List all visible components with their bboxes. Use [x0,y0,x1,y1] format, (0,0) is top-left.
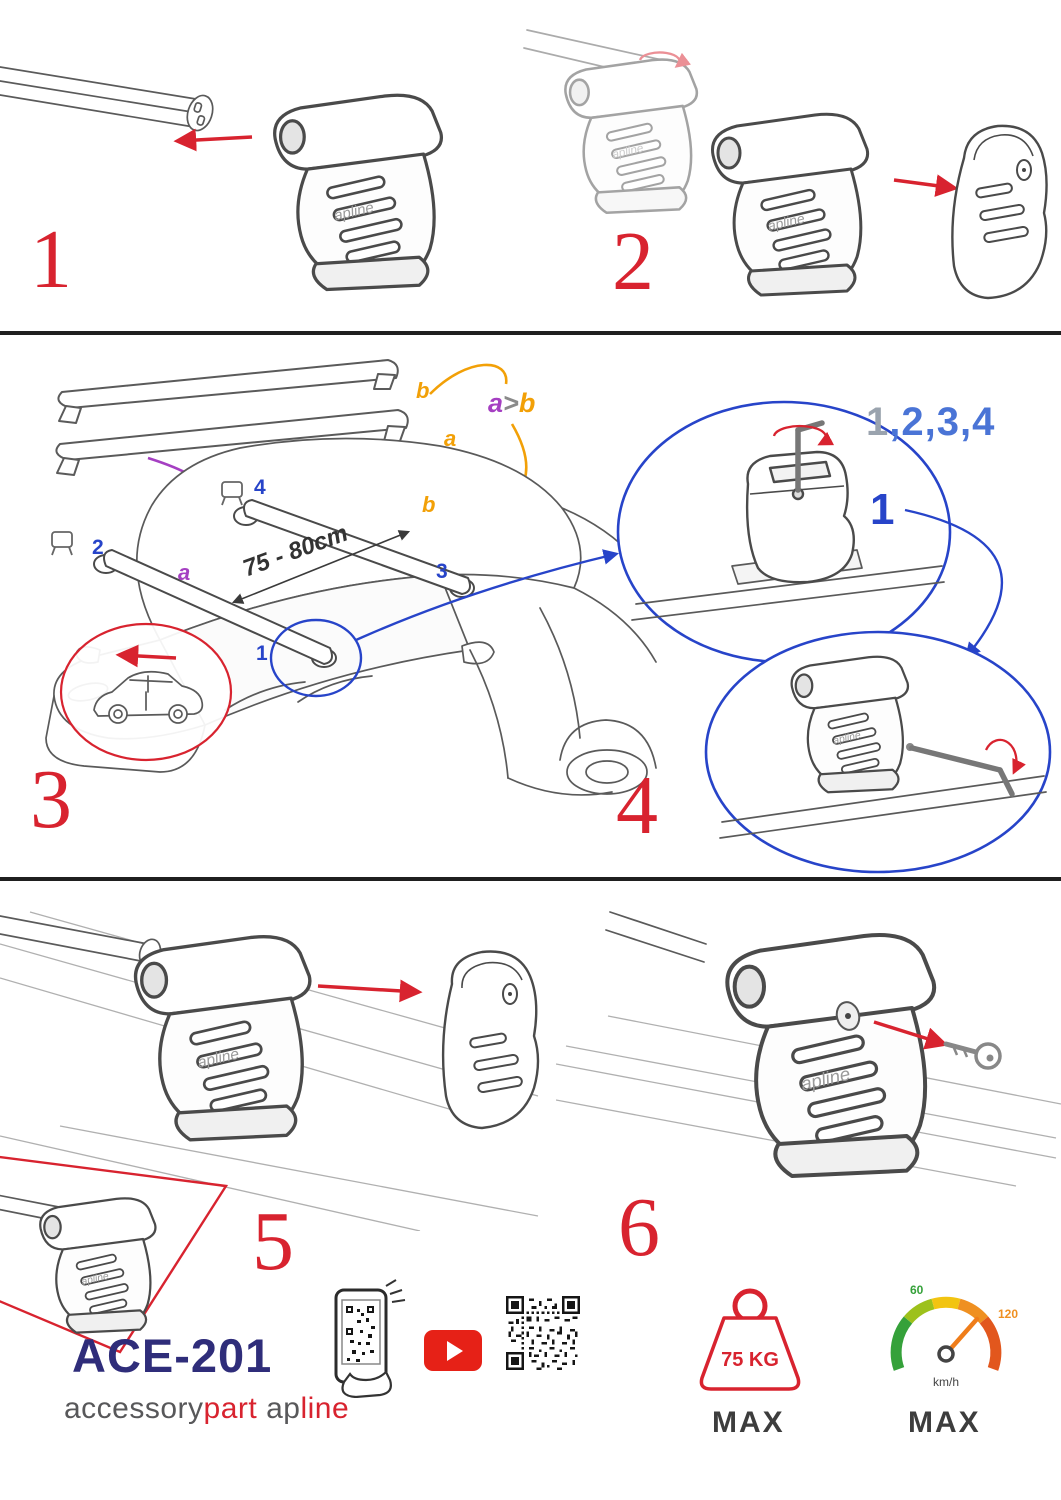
lock-cylinder [835,1001,861,1031]
span-arrow [231,530,411,604]
speed-max-label: MAX [908,1406,981,1439]
step-5-number: 5 [252,1195,294,1288]
key-icon [943,1041,1002,1070]
pointer-to-detail [355,549,620,642]
rotation-arrow-icon [984,738,1026,775]
roof-foot-drawing [727,935,934,1176]
figure-step6-lock [556,911,1061,1187]
assembled-unit-faded [523,29,699,215]
rear-wheel-arch [559,719,657,769]
sequence-first: 1 [866,400,890,444]
car-direction-badge [59,622,233,762]
figure-step2-foot-and-cover [523,29,1048,300]
roof-foot-drawing [133,934,312,1142]
gauge-arc [890,1296,1002,1371]
order-note-b: b [519,388,536,418]
gauge-tick-60: 60 [910,1283,924,1297]
bar-label-a: a [444,426,456,451]
speed-limit-gauge: 60 120 km/h [890,1283,1018,1389]
order-note-gt: > [503,388,519,418]
clamp-piece-rear [221,481,243,506]
rotation-arrow-icon [772,424,835,446]
curve-b-to-note [429,363,508,395]
brand-accessory: accessory [64,1392,204,1425]
brand-ap: ap [266,1392,301,1425]
step-3-number: 3 [30,753,72,846]
foot-highlight-circle [269,618,363,698]
rotation-arrow-icon [638,51,692,68]
step-6-number: 6 [618,1181,660,1274]
crossbar-end [0,66,214,132]
gauge-hub [937,1345,955,1363]
play-triangle-icon [447,1340,463,1361]
roof-rail [719,775,1047,839]
detail-step-number: 1 [870,485,894,534]
brand-line: accessorypart apline [64,1392,349,1426]
front-bar-a [103,549,333,665]
phone-scan-icon [334,1279,406,1398]
step-2-number: 2 [612,215,654,308]
hand [341,1370,392,1398]
rear-wheel [566,749,648,795]
roof-foot-drawing [39,1197,157,1334]
roof-label-4: 4 [254,476,266,499]
qr-code [506,1296,580,1370]
car-side-view [93,670,204,724]
attach-cover-arrow [893,174,959,197]
insert-arrow [173,128,253,152]
figure-step1-bar-into-foot [0,66,444,292]
step-sequence-note: 1,2,3,4 [866,400,995,445]
order-note: a>b [488,388,535,418]
door-seam [469,649,509,779]
right-mirror [461,641,495,665]
detail-circle-tighten-side [704,630,1052,874]
foot-cover-shell [441,950,540,1130]
gauge-tick-120: 120 [998,1307,1018,1321]
roof-foot-drawing [711,112,870,297]
brand-line-suffix: line [300,1392,350,1425]
roof-label-a: a [178,560,190,585]
crossbar-pair [55,359,409,476]
roof-label-2: 2 [92,536,104,559]
weight-limit-icon: 75 KG [699,1288,801,1391]
step-1-number: 1 [30,213,72,306]
allen-key-icon [909,745,1015,797]
red-frame [0,1155,229,1354]
speed-unit: km/h [933,1375,959,1389]
step-4-number: 4 [616,759,658,852]
brand-part: part [203,1392,258,1425]
detail-connector [904,508,1004,659]
detail-circle-tighten-top: 1 [616,400,952,664]
direction-arrow [115,644,177,668]
bar-label-b: b [416,378,429,403]
section-divider [0,877,1061,881]
phone-qr [346,1306,375,1362]
order-note-a: a [488,388,503,418]
sequence-rest: ,2,3,4 [889,400,996,444]
roof-label-1: 1 [256,642,268,665]
youtube-icon [424,1330,482,1371]
weight-value: 75 KG [721,1349,779,1371]
packed-foot-callout [0,1155,229,1354]
roof-label-3: 3 [436,560,448,583]
figure-roof-overview: b a a>b [45,359,659,796]
clamp-piece-front [51,531,73,556]
section-divider [0,331,1061,335]
weight-max-label: MAX [712,1406,785,1439]
foot-cover-shell [951,124,1048,300]
roof-label-b: b [422,492,435,517]
roof-foot-drawing [273,93,444,292]
attach-cover-arrow [317,979,423,1003]
key-arrow [873,1020,949,1050]
model-code: ACE-201 [72,1329,273,1382]
